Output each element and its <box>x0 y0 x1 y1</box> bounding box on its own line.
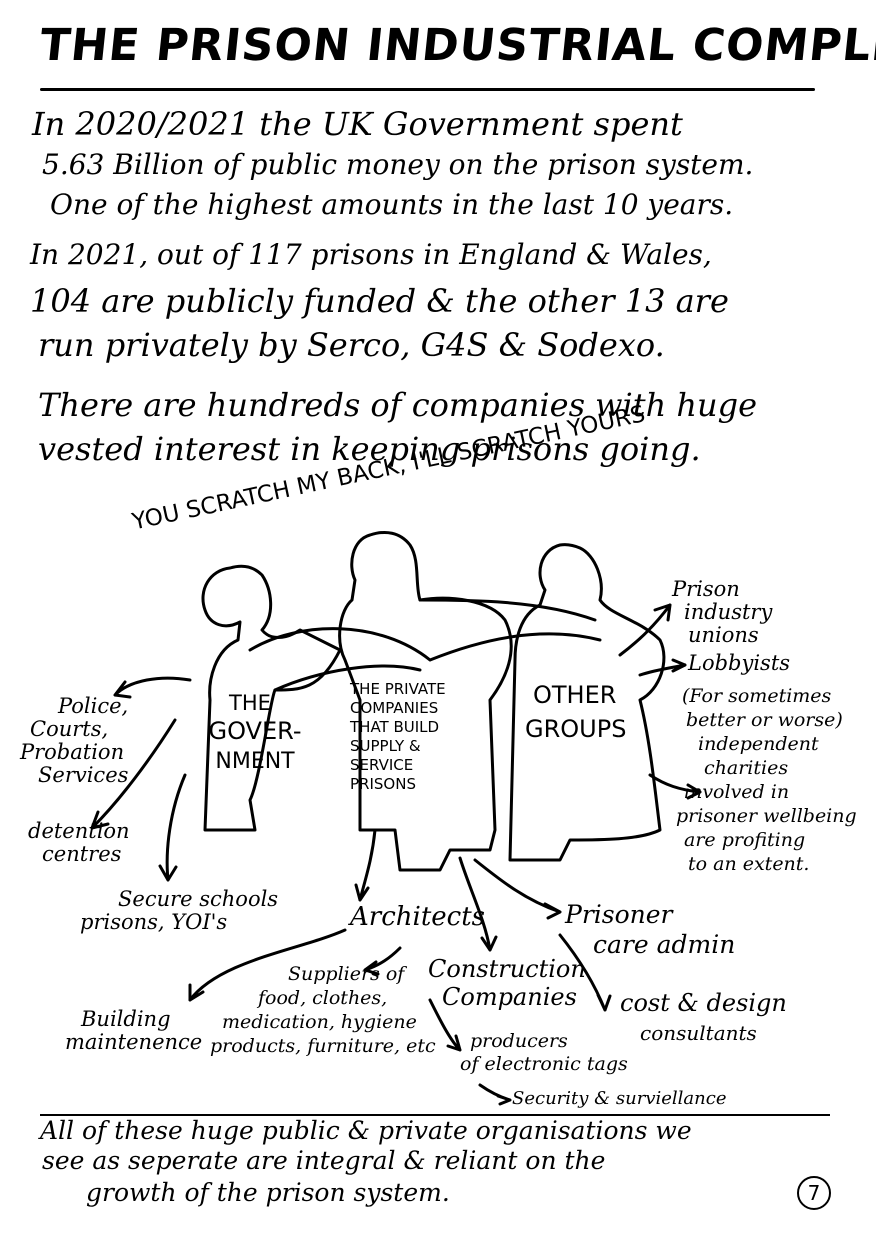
secure-line-1: Secure schools <box>118 887 279 911</box>
label-building: Building maintenence <box>65 1008 202 1054</box>
arrow-cost <box>558 933 612 1012</box>
police-line-2: Courts, <box>30 717 109 741</box>
arrow-secure <box>158 773 187 882</box>
government-label-1: THE <box>229 691 271 715</box>
unions-line-2: industry <box>684 600 773 624</box>
arrow-lobbyists <box>638 658 687 677</box>
arrow-suppliers <box>363 946 402 976</box>
arrow-charities <box>648 773 702 800</box>
intro-line-2: 5.63 Billion of public money on the pris… <box>42 148 754 181</box>
label-police: Police, Courts, Probation Services <box>20 695 128 787</box>
police-line-3: Probation <box>20 740 125 764</box>
charities-line-3: independent <box>698 733 819 755</box>
private-label-4: SUPPLY & <box>350 737 421 755</box>
police-line-4: Services <box>38 763 129 787</box>
detention-line-2: centres <box>42 842 122 866</box>
government-label-2: GOVER- <box>208 717 302 745</box>
suppliers-line-3: medication, hygiene <box>222 1011 417 1033</box>
charities-line-8: to an extent. <box>688 853 810 875</box>
other-label-1: OTHER <box>533 681 617 709</box>
charities-line-2: better or worse) <box>686 709 843 731</box>
prisons-line-2: 104 are publicly funded & the other 13 a… <box>30 282 729 320</box>
label-lobbyists: Lobbyists <box>688 651 791 675</box>
label-prisoner-care: Prisoner care admin <box>565 900 735 960</box>
construction-line-2: Companies <box>442 983 577 1011</box>
suppliers-line-2: food, clothes, <box>258 987 388 1009</box>
arrow-police <box>113 676 192 699</box>
arrow-building <box>188 928 347 1002</box>
title-underline <box>40 88 815 91</box>
other-groups-label: OTHER GROUPS <box>525 678 626 746</box>
secure-line-2: prisons, YOI's <box>80 910 228 934</box>
private-company-figure <box>338 531 513 872</box>
label-cost-design: cost & design consultants <box>620 988 787 1048</box>
tags-line-2: of electronic tags <box>460 1053 628 1075</box>
arrow-construction <box>458 856 498 952</box>
prisoner-care-line-2: care admin <box>593 930 736 959</box>
detention-line-1: detention <box>28 819 130 843</box>
footer-line-1: All of these huge public & private organ… <box>40 1116 692 1145</box>
building-line-2: maintenence <box>65 1030 203 1054</box>
vested-line-2: vested interest in keeping prisons going… <box>38 430 701 468</box>
suppliers-line-4: products, furniture, etc <box>210 1035 436 1057</box>
other-groups-figure <box>508 543 666 862</box>
footer-line-2: see as seperate are integral & reliant o… <box>42 1146 606 1175</box>
label-electronic-tags: producers of electronic tags <box>460 1030 628 1076</box>
construction-line-1: Construction <box>428 955 586 983</box>
other-label-2: GROUPS <box>525 715 627 743</box>
cost-line-1: cost & design <box>620 989 787 1017</box>
prisons-line-3: run privately by Serco, G4S & Sodexo. <box>38 326 665 364</box>
suppliers-line-1: Suppliers of <box>288 963 405 985</box>
label-suppliers: Suppliers of food, clothes, medication, … <box>210 962 436 1058</box>
prisoner-care-line-1: Prisoner <box>565 900 673 929</box>
unions-line-3: unions <box>688 623 759 647</box>
label-construction: Construction Companies <box>428 955 586 1011</box>
charities-line-7: are profiting <box>684 829 806 851</box>
arrow-tags <box>428 998 462 1052</box>
arrow-detention <box>90 718 177 830</box>
arrow-unions <box>618 603 672 657</box>
label-secure-schools: Secure schools prisons, YOI's <box>80 888 278 934</box>
label-unions: Prison industry unions <box>672 578 772 647</box>
intro-line-1: In 2020/2021 the UK Government spent <box>32 105 683 143</box>
footer-line-3: growth of the prison system. <box>86 1178 450 1207</box>
private-label-1: THE PRIVATE <box>350 680 446 698</box>
prisons-line-1: In 2021, out of 117 prisons in England &… <box>30 238 712 271</box>
charities-line-4: charities <box>704 757 789 779</box>
private-company-label: THE PRIVATE COMPANIES THAT BUILD SUPPLY … <box>350 680 446 794</box>
arrow-security <box>478 1083 512 1106</box>
unions-line-1: Prison <box>672 577 740 601</box>
private-label-2: COMPANIES <box>350 699 439 717</box>
label-architects: Architects <box>350 902 486 932</box>
charities-line-1: (For sometimes <box>682 685 832 707</box>
charities-line-5: involved in <box>684 781 790 803</box>
label-charities: (For sometimes better or worse) independ… <box>676 684 857 876</box>
tags-line-1: producers <box>470 1030 568 1052</box>
building-line-1: Building <box>81 1007 171 1031</box>
arm-embrace <box>248 598 602 692</box>
arrow-prisoner-care <box>473 858 562 920</box>
private-label-6: PRISONS <box>350 775 416 793</box>
intro-line-3: One of the highest amounts in the last 1… <box>50 188 734 221</box>
private-label-5: SERVICE <box>350 756 414 774</box>
arrow-architects <box>354 828 377 902</box>
government-label-3: NMENT <box>215 749 295 774</box>
vested-line-1: There are hundreds of companies with hug… <box>38 386 758 424</box>
private-label-3: THAT BUILD <box>350 718 440 736</box>
footer-divider <box>40 1114 830 1116</box>
page-number: 7 <box>797 1176 831 1210</box>
label-detention: detention centres <box>28 820 130 866</box>
police-line-1: Police, <box>58 694 129 718</box>
label-security: Security & surviellance <box>512 1088 727 1109</box>
government-figure <box>201 564 342 832</box>
charities-line-6: prisoner wellbeing <box>676 805 857 827</box>
cost-line-2: consultants <box>640 1021 757 1045</box>
